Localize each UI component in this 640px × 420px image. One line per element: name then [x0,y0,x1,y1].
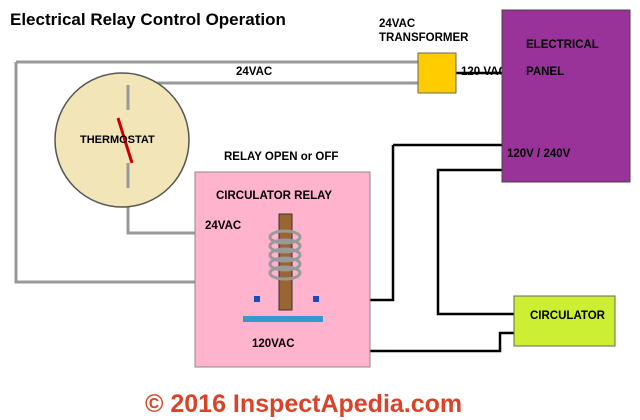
panel-label-line2: PANEL [526,66,564,78]
electrical-panel: ELECTRICAL PANEL 120V / 240V [501,9,631,183]
thermostat-wire-label: 24VAC [236,66,272,78]
relay-coil-label: 24VAC [205,220,241,232]
relay-contact-right [313,296,319,302]
diagram-title: Electrical Relay Control Operation [10,10,286,29]
wire-24v-outer-loop [14,62,275,284]
thermostat-body [54,72,190,208]
transformer-label-line1: 24VAC [379,18,415,30]
circulator-relay: CIRCULATOR RELAY 24VAC 120VAC [194,171,371,368]
panel-label-line1: ELECTRICAL [526,39,599,51]
thermostat-label: THERMOSTAT [80,134,155,146]
wire-panel-to-circulator [436,168,527,316]
relay-contact-left [254,296,260,302]
watermark: © 2016 InspectApedia.com [145,390,462,418]
circulator: CIRCULATOR [513,295,616,347]
relay-contact-bar [243,316,323,322]
relay-label: CIRCULATOR RELAY [216,190,332,202]
transformer-body [417,52,457,94]
thermostat: THERMOSTAT [54,72,190,208]
transformer-label-line2: TRANSFORMER [379,32,469,44]
circulator-body [513,295,616,347]
panel-body [501,9,631,183]
circulator-label: CIRCULATOR [530,310,606,322]
relay-coil [268,229,302,281]
relay-status-label: RELAY OPEN or OFF [224,151,338,163]
thermostat-switch-contact [116,117,134,164]
transformer: 24VAC TRANSFORMER 120 VAC [379,18,507,94]
transformer-input-label: 120 VAC [461,66,507,78]
panel-output-label: 120V / 240V [507,148,571,160]
relay-contact-label: 120VAC [252,338,295,350]
